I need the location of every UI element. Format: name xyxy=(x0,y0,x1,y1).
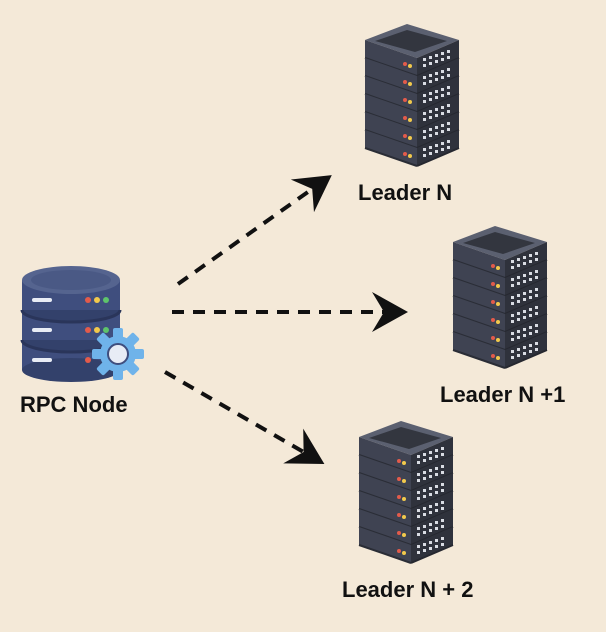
rpc-node-label: RPC Node xyxy=(20,392,128,417)
server-rack-icon xyxy=(364,24,460,167)
server-rack-icon xyxy=(358,421,454,564)
edge-to-leader-n-plus-2 xyxy=(164,370,325,464)
edge-to-leader-n xyxy=(176,175,332,286)
leader-n-plus-1-label: Leader N +1 xyxy=(440,382,566,407)
leader-n-plus-2-label: Leader N + 2 xyxy=(342,577,474,602)
database-gear-icon xyxy=(20,266,144,382)
server-rack-icon xyxy=(452,226,548,369)
leader-n-label: Leader N xyxy=(358,180,453,205)
